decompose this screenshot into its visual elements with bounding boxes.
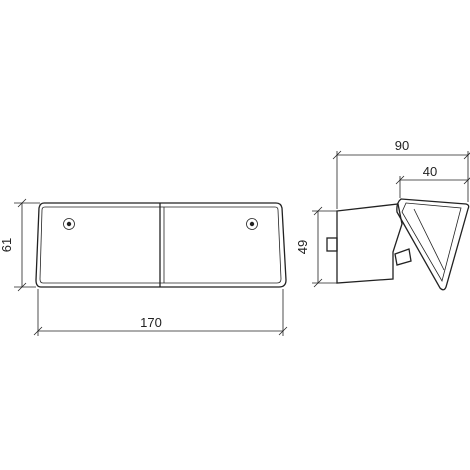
front-view [35,202,287,288]
side-lens-head-outline [396,198,470,291]
side-head-depth-label: 40 [423,164,437,179]
right-screw-icon [246,218,258,230]
side-body-outline [336,203,403,284]
front-housing-outline [35,202,287,288]
side-head-depth-dimension: 40 [395,164,470,198]
side-lens-head-inner [401,202,462,283]
side-depth-dimension: 90 [332,138,470,209]
front-lens-outline [39,206,282,284]
side-height-dimension: 49 [295,206,337,288]
side-lens-inner-bevel [413,208,445,271]
side-view [326,198,470,291]
side-depth-label: 90 [395,138,409,153]
side-bottom-stub [394,248,412,266]
side-connector-plug [326,237,338,252]
front-height-dimension: 61 [0,198,40,292]
front-height-label: 61 [0,238,14,252]
front-width-dimension: 170 [33,289,288,336]
front-width-label: 170 [140,315,162,330]
left-screw-icon [63,218,75,230]
side-height-label: 49 [295,240,310,254]
